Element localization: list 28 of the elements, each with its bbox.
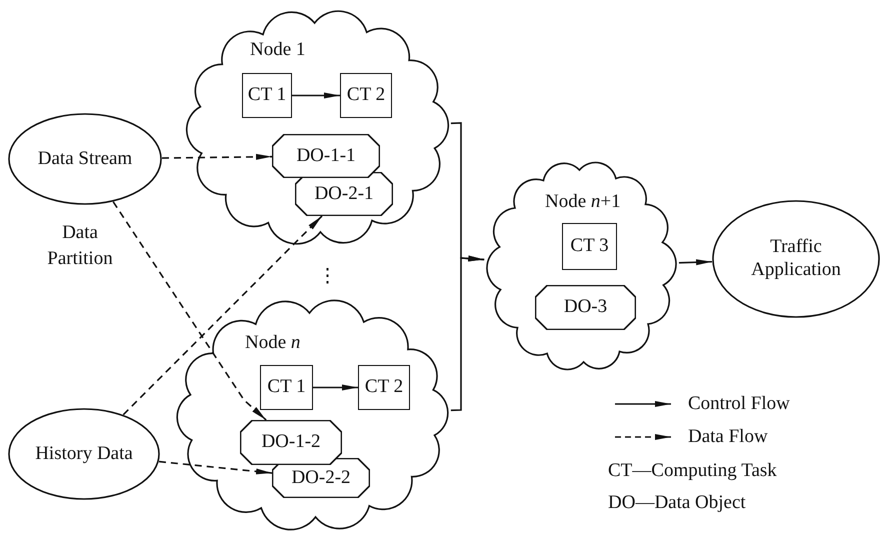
legend-text: Data Flow [688,427,768,446]
ellipsis-mark: ⋮ [318,265,338,289]
ellipse-node: Traffic Application [712,200,880,318]
data-object-octagon: DO-3 [535,285,636,330]
task-box: CT 3 [562,223,617,270]
ellipse-node: Data Stream [8,113,162,205]
control-flow-arrow [292,92,340,98]
ellipse-node: History Data [8,408,160,500]
data-flow-arrow [122,215,323,416]
node-title: Node n+1 [545,192,621,211]
data-object-octagon: DO-1-2 [240,420,342,465]
legend-text: Control Flow [688,394,790,413]
data-flow-arrow [158,460,272,474]
data-flow-arrow [162,154,272,160]
task-box: CT 1 [242,73,292,118]
control-flow-arrow [678,259,712,266]
data-flow-arrow [112,201,267,421]
abbreviation-note: CT—Computing Task [608,459,778,483]
task-box: CT 2 [358,365,410,410]
control-flow-arrow [313,384,358,390]
task-box: CT 2 [340,73,392,118]
task-box: CT 1 [260,365,313,410]
node-title: Node 1 [250,40,306,59]
node-title: Node n [245,333,300,352]
control-flow-arrow [450,255,484,412]
abbreviation-note: DO—Data Object [608,491,747,515]
annotation-text: Data Partition [46,221,114,271]
data-object-octagon: DO-1-1 [272,134,380,178]
